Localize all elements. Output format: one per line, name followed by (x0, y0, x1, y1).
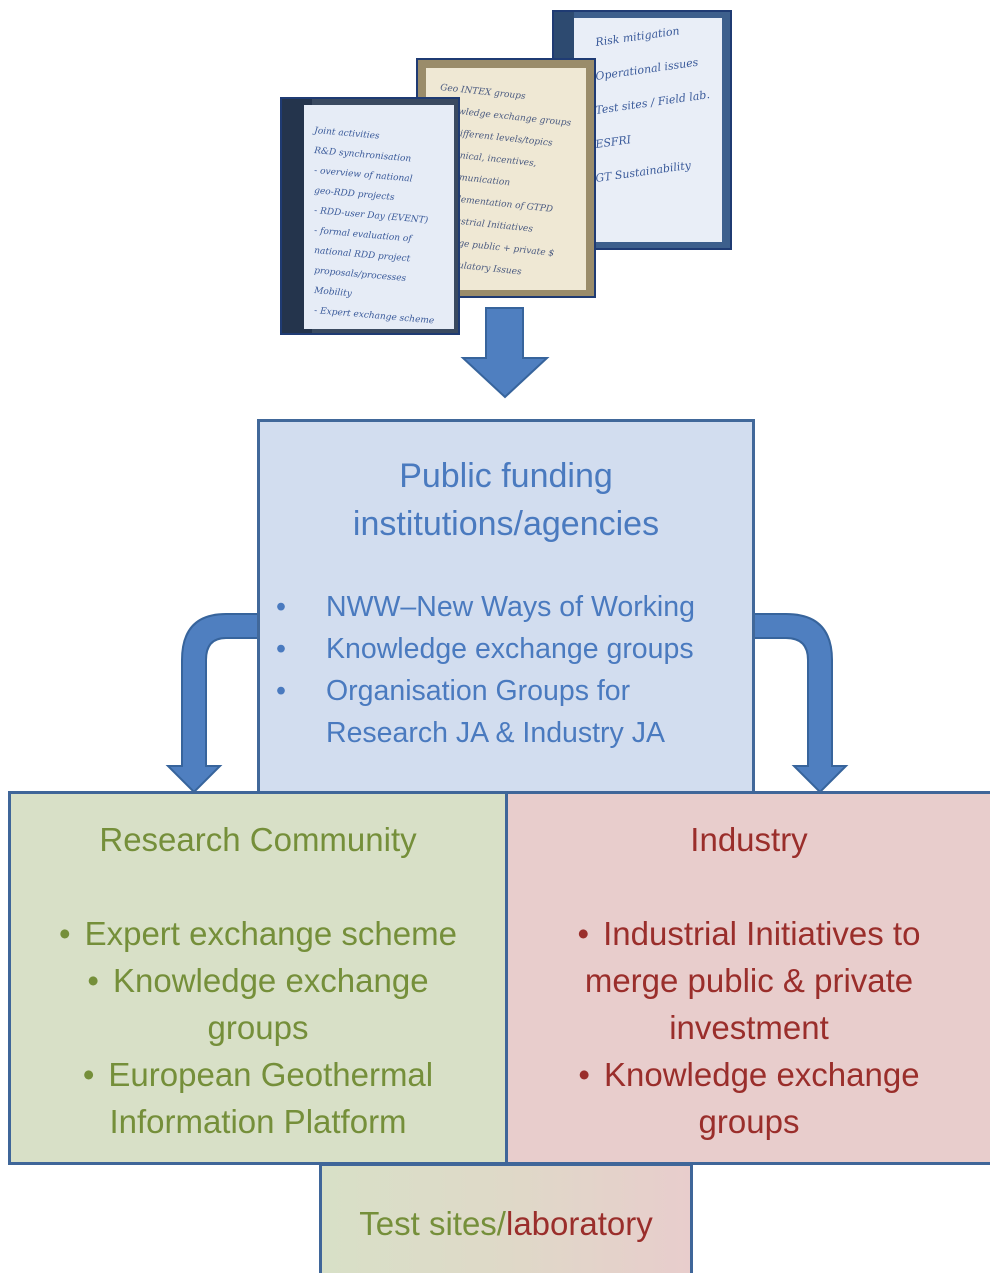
public-bullet-organisation: •Organisation Groups for (276, 675, 631, 707)
industry-bullet-initiatives-cont1: merge public & private (584, 962, 914, 999)
research-bullet-knowledge-cont: groups (207, 1009, 309, 1046)
industry-bullet-initiatives-cont2: investment (669, 1009, 829, 1046)
research-community-title: Research Community (99, 821, 417, 858)
industry-box: Industry •Industrial Initiatives to merg… (505, 791, 990, 1165)
research-bullet-knowledge: •Knowledge exchange (87, 962, 429, 999)
research-bullet-egip-cont: Information Platform (109, 1103, 407, 1140)
industry-title: Industry (690, 821, 808, 858)
research-community-box: Research Community •Expert exchange sche… (8, 791, 508, 1165)
public-bullet-nww: •NWW–New Ways of Working (276, 591, 695, 623)
down-arrow-icon (460, 307, 550, 399)
right-curved-arrow-icon (753, 613, 849, 794)
flipchart-handwriting: Mobility (313, 286, 353, 299)
public-funding-title: Public funding institutions/agencies (352, 457, 660, 543)
research-bullet-expert: •Expert exchange scheme (59, 915, 457, 952)
test-sites-box: Test sites/laboratory (319, 1163, 693, 1273)
flipchart-handwriting: ESFRI (594, 133, 633, 151)
left-curved-arrow-icon (165, 613, 259, 794)
public-funding-bullets: •NWW–New Ways of Working •Knowledge exch… (274, 586, 695, 754)
public-bullet-organisation-cont: Research JA & Industry JA (326, 717, 665, 749)
test-sites-label: Test sites/laboratory (359, 1205, 653, 1242)
industry-bullet-knowledge-cont: groups (698, 1103, 800, 1140)
industry-bullet-initiatives: •Industrial Initiatives to (577, 915, 921, 952)
public-funding-box: Public funding institutions/agencies •NW… (257, 419, 755, 797)
research-community-bullets: •Expert exchange scheme •Knowledge excha… (11, 910, 505, 1145)
research-bullet-egip: •European Geothermal (82, 1056, 434, 1093)
public-bullet-knowledge: •Knowledge exchange groups (276, 633, 694, 665)
industry-bullets: •Industrial Initiatives to merge public … (508, 910, 990, 1145)
industry-bullet-knowledge: •Knowledge exchange (578, 1056, 920, 1093)
